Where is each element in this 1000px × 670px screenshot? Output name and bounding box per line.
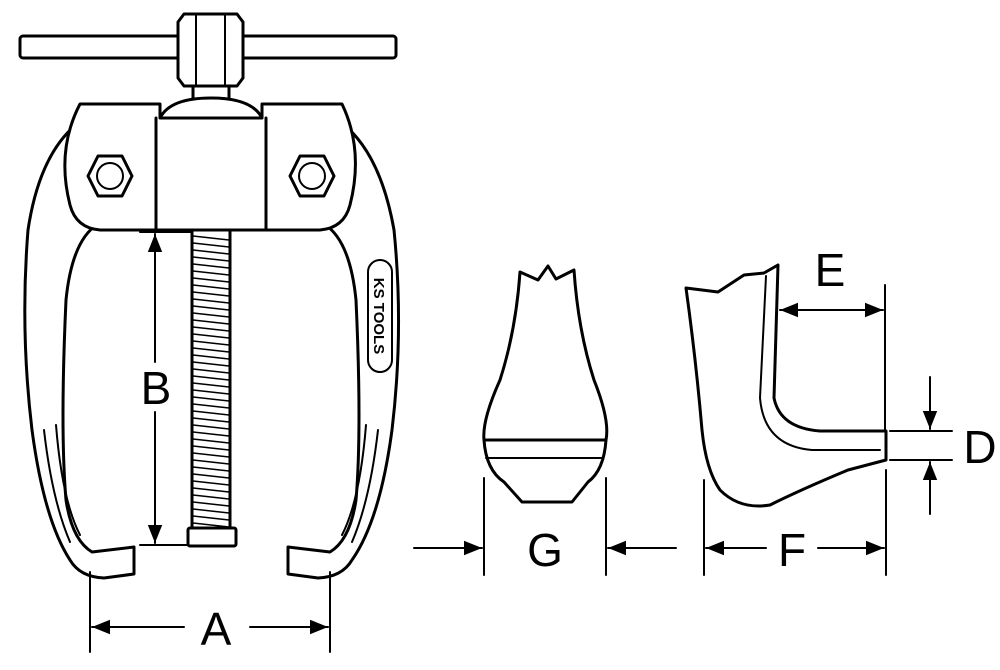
dimension-g-label: G: [527, 524, 563, 576]
thread-line: [192, 354, 230, 360]
thread-line: [192, 305, 230, 311]
thread-line: [192, 445, 230, 451]
thread-line: [192, 375, 230, 381]
thread-line: [192, 396, 230, 402]
thread-line: [192, 480, 230, 486]
thread-line: [192, 319, 230, 325]
thread-line: [192, 291, 230, 297]
handle-hex-head: [176, 12, 245, 88]
thread-line: [192, 459, 230, 465]
thread-line: [192, 249, 230, 255]
thread-line: [192, 466, 230, 472]
thread-line: [192, 263, 230, 269]
thread-line: [192, 270, 230, 276]
dimension-g: G: [413, 477, 677, 576]
yoke-nut: [158, 96, 264, 120]
thread-line: [192, 487, 230, 493]
thread-line: [192, 298, 230, 304]
thread-line: [192, 501, 230, 507]
thread-line: [192, 494, 230, 500]
right-arm: [286, 118, 401, 580]
thread-line: [192, 347, 230, 353]
dimension-d-label: D: [963, 421, 996, 473]
thread-line: [192, 410, 230, 416]
left-bolt-icon: [86, 154, 134, 198]
thread-line: [192, 368, 230, 374]
dimension-d: D: [889, 376, 997, 515]
jaw-side-view: [684, 263, 888, 508]
thread-line: [192, 277, 230, 283]
thread-line: [192, 508, 230, 514]
dimension-b: B: [139, 231, 193, 546]
left-arm: [23, 118, 136, 580]
spindle-tip: [186, 526, 238, 548]
thread-line: [192, 235, 230, 241]
thread-line: [192, 389, 230, 395]
thread-line: [192, 473, 230, 479]
thread-line: [192, 284, 230, 290]
thread-line: [192, 424, 230, 430]
dimension-b-label: B: [141, 362, 172, 414]
thread-line: [192, 312, 230, 318]
brand-logo-text: KS TOOLS: [370, 278, 387, 354]
dimension-a-label: A: [201, 603, 232, 655]
thread-line: [192, 522, 230, 528]
right-bolt-icon: [288, 154, 336, 198]
thread-line: [192, 417, 230, 423]
thread-line: [192, 326, 230, 332]
thread-line: [192, 382, 230, 388]
thread-line: [192, 403, 230, 409]
thread-line: [192, 438, 230, 444]
jaw-front-view: [482, 264, 609, 504]
thread-line: [192, 515, 230, 521]
thread-line: [192, 361, 230, 367]
brand-logo: KS TOOLS: [367, 259, 393, 373]
dimension-f-label: F: [778, 524, 806, 576]
puller: KS TOOLS: [18, 12, 401, 580]
thread-line: [192, 242, 230, 248]
thread-line: [192, 340, 230, 346]
spindle-threads: [192, 235, 230, 528]
dimension-a: A: [89, 571, 331, 655]
yoke: [63, 102, 357, 232]
thread-line: [192, 452, 230, 458]
dimension-f: F: [703, 469, 887, 576]
thread-line: [192, 431, 230, 437]
dimension-e: E: [779, 244, 886, 431]
thread-line: [192, 256, 230, 262]
dimension-e-label: E: [815, 244, 846, 296]
thread-line: [192, 333, 230, 339]
